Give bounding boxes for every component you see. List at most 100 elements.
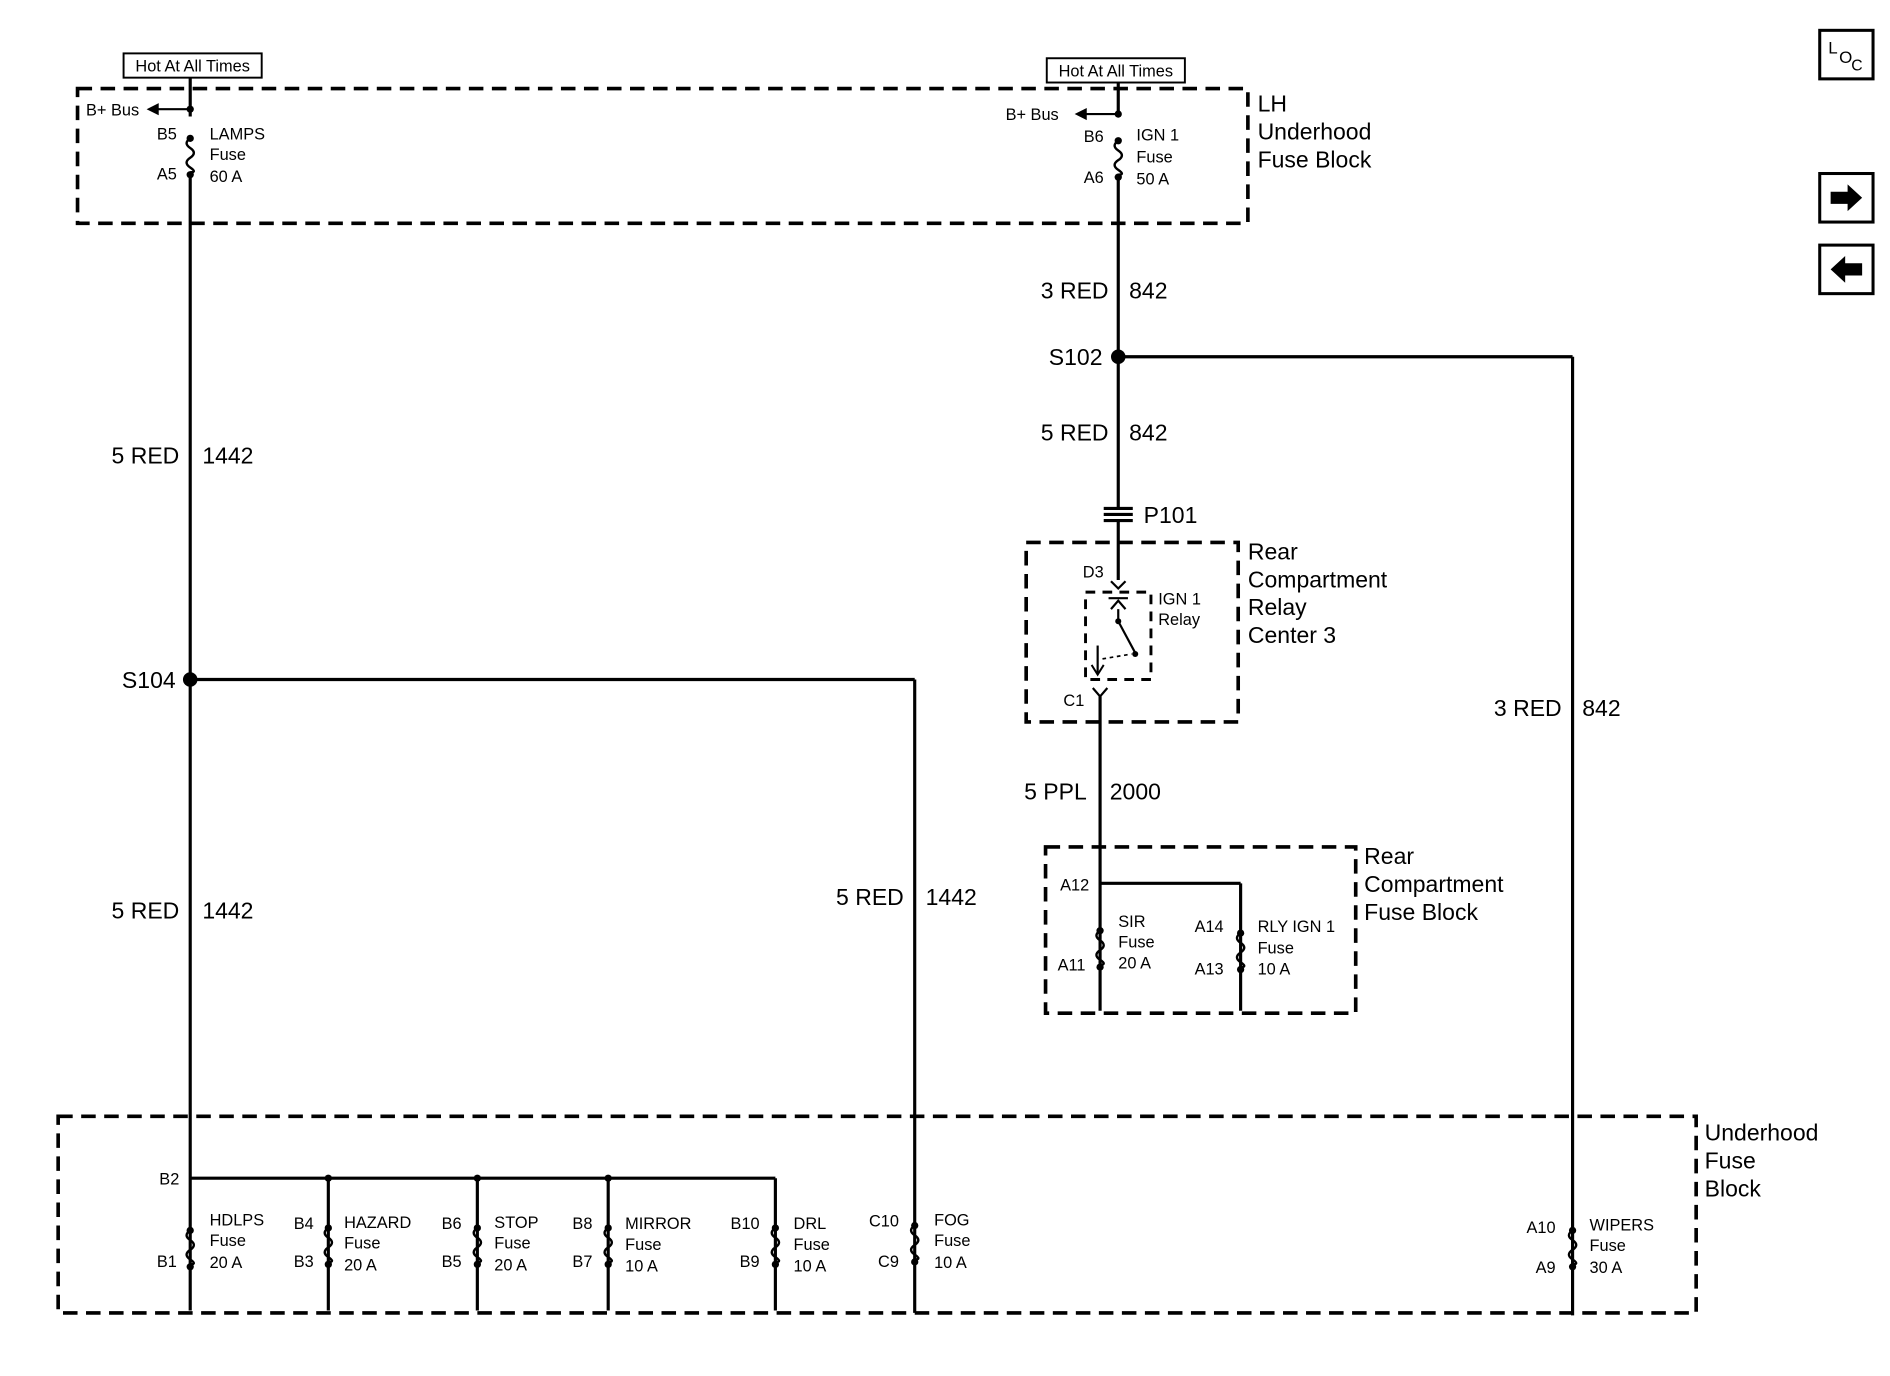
- diagram-label: Underhood: [1258, 119, 1372, 145]
- diagram-label: B3: [294, 1253, 314, 1271]
- rly-ign1-fuse-name: RLY IGN 1: [1258, 918, 1336, 936]
- stop-fuse-name: STOP: [494, 1214, 538, 1232]
- underhood-fuse-block-label: Underhood Fuse Block: [1705, 1120, 1819, 1202]
- hdlps-fuse-name: HDLPS: [210, 1212, 265, 1230]
- diagram-label: Fuse Block: [1364, 899, 1478, 925]
- mirror-fuse-icon: [603, 1223, 614, 1270]
- diagram-label: A10: [1527, 1219, 1556, 1237]
- next-page-button[interactable]: [1818, 172, 1875, 224]
- diagram-label: Fuse: [625, 1236, 661, 1254]
- diagram-label: Hot At All Times: [135, 58, 249, 76]
- diagram-label: A9: [1536, 1259, 1556, 1277]
- connector-p101-label: P101: [1144, 502, 1198, 528]
- diagram-label: Fuse: [794, 1236, 830, 1254]
- diagram-label: 10 A: [794, 1258, 827, 1276]
- diagram-label: B5: [157, 126, 177, 144]
- lamps-fuse-icon: [185, 133, 196, 180]
- diagram-label: Fuse: [1258, 940, 1294, 958]
- diagram-label: Fuse: [210, 1232, 246, 1250]
- diagram-label: Compartment: [1364, 871, 1504, 897]
- relay-switch-icon: [1090, 609, 1139, 677]
- mirror-fuse-name: MIRROR: [625, 1215, 691, 1233]
- diagram-label: B7: [572, 1253, 592, 1271]
- diagram-label: B2: [159, 1170, 179, 1188]
- diagram-label: 60 A: [210, 168, 243, 186]
- wire-1442-gauge-top: 5 RED: [112, 443, 180, 469]
- diagram-label: Fuse: [494, 1235, 530, 1253]
- lamps-fuse-name: LAMPS: [210, 126, 266, 144]
- wire-842-gauge-right: 3 RED: [1494, 695, 1562, 721]
- hdlps-fuse-icon: [185, 1225, 196, 1272]
- diagram-label: Fuse: [934, 1232, 970, 1250]
- diagram-label: 10 A: [1258, 960, 1291, 978]
- diagram-label: L: [1828, 38, 1837, 57]
- wipers-fuse-icon: [1567, 1225, 1578, 1272]
- diagram-label: O: [1839, 48, 1852, 67]
- fog-fuse-name: FOG: [934, 1212, 969, 1230]
- diagram-label: 20 A: [1118, 954, 1151, 972]
- diagram-label: Fuse: [1590, 1237, 1626, 1255]
- diagram-label: 20 A: [344, 1256, 377, 1274]
- diagram-label: C1: [1063, 692, 1084, 710]
- ign1-fuse-name: IGN 1: [1136, 127, 1179, 145]
- diagram-label: A13: [1195, 960, 1224, 978]
- wire-1442-gauge-fog: 5 RED: [836, 884, 904, 910]
- wire-1442-circuit-fog: 1442: [926, 884, 977, 910]
- diagram-label: B9: [740, 1253, 760, 1271]
- diagram-label: A11: [1058, 957, 1086, 975]
- rear-compartment-relay-center-3: [1024, 540, 1241, 724]
- ign1-relay: [1084, 590, 1153, 681]
- sir-fuse-name: SIR: [1118, 913, 1145, 931]
- splice-s102-label: S102: [1049, 344, 1103, 370]
- diagram-label: B6: [442, 1215, 462, 1233]
- diagram-label: B1: [157, 1253, 177, 1271]
- connector-p101-icon: [1103, 506, 1133, 523]
- hazard-fuse-icon: [323, 1223, 334, 1270]
- wire-1442-gauge-bottom: 5 RED: [112, 898, 180, 924]
- b-plus-bus-label-right: B+ Bus: [1006, 106, 1059, 124]
- diagram-label: A14: [1195, 918, 1224, 936]
- arrow-left-icon: [1830, 256, 1863, 283]
- previous-page-button[interactable]: [1818, 243, 1875, 296]
- diagram-label: Fuse: [1136, 149, 1172, 167]
- hazard-fuse-name: HAZARD: [344, 1214, 411, 1232]
- diagram-label: Rear: [1248, 538, 1298, 564]
- ign1-fuse-icon: [1113, 135, 1124, 183]
- b-plus-bus-label-left: B+ Bus: [86, 101, 139, 119]
- rear-compartment-fuse-block: [1043, 845, 1358, 1016]
- diagram-label: 20 A: [494, 1256, 527, 1274]
- diagram-label: Compartment: [1248, 566, 1388, 592]
- diagram-label: Fuse: [1705, 1147, 1756, 1173]
- ign1-relay-name: IGN 1: [1158, 590, 1201, 608]
- diagram-label: B5: [442, 1253, 462, 1271]
- diagram-label: A6: [1084, 169, 1104, 187]
- diagram-label: A12: [1060, 877, 1089, 895]
- diagram-label: C: [1851, 57, 1862, 74]
- location-button[interactable]: L O C: [1818, 28, 1875, 81]
- rly-ign1-fuse-icon: [1235, 928, 1246, 975]
- diagram-label: LH: [1258, 91, 1287, 117]
- wire-1442-circuit-bottom: 1442: [202, 898, 253, 924]
- diagram-label: Fuse: [1118, 934, 1154, 952]
- sir-fuse-icon: [1095, 925, 1105, 972]
- lh-underhood-fuse-block-label: LH Underhood Fuse Block: [1258, 91, 1372, 173]
- diagram-label: C9: [878, 1253, 899, 1271]
- diagram-label: C10: [869, 1213, 899, 1231]
- diagram-label: 10 A: [625, 1258, 658, 1276]
- wire-2000-circuit: 2000: [1110, 779, 1161, 805]
- hot-at-all-times-label-right: Hot At All Times: [1045, 57, 1186, 84]
- diagram-label: Center 3: [1248, 622, 1336, 648]
- wire-1442-circuit-top: 1442: [202, 443, 253, 469]
- wire-842-circuit-right: 842: [1582, 695, 1620, 721]
- diagram-label: Fuse Block: [1258, 146, 1372, 172]
- wire-842-gauge-top: 3 RED: [1041, 277, 1109, 303]
- diagram-label: Fuse: [210, 146, 246, 164]
- diagram-label: 10 A: [934, 1254, 967, 1272]
- diagram-label: Block: [1705, 1175, 1762, 1201]
- stop-fuse-icon: [472, 1223, 483, 1270]
- wire-842-circuit-mid: 842: [1129, 419, 1167, 445]
- diagram-label: B8: [572, 1215, 592, 1233]
- diagram-label: B4: [294, 1215, 314, 1233]
- wire-842-gauge-mid: 5 RED: [1041, 419, 1109, 445]
